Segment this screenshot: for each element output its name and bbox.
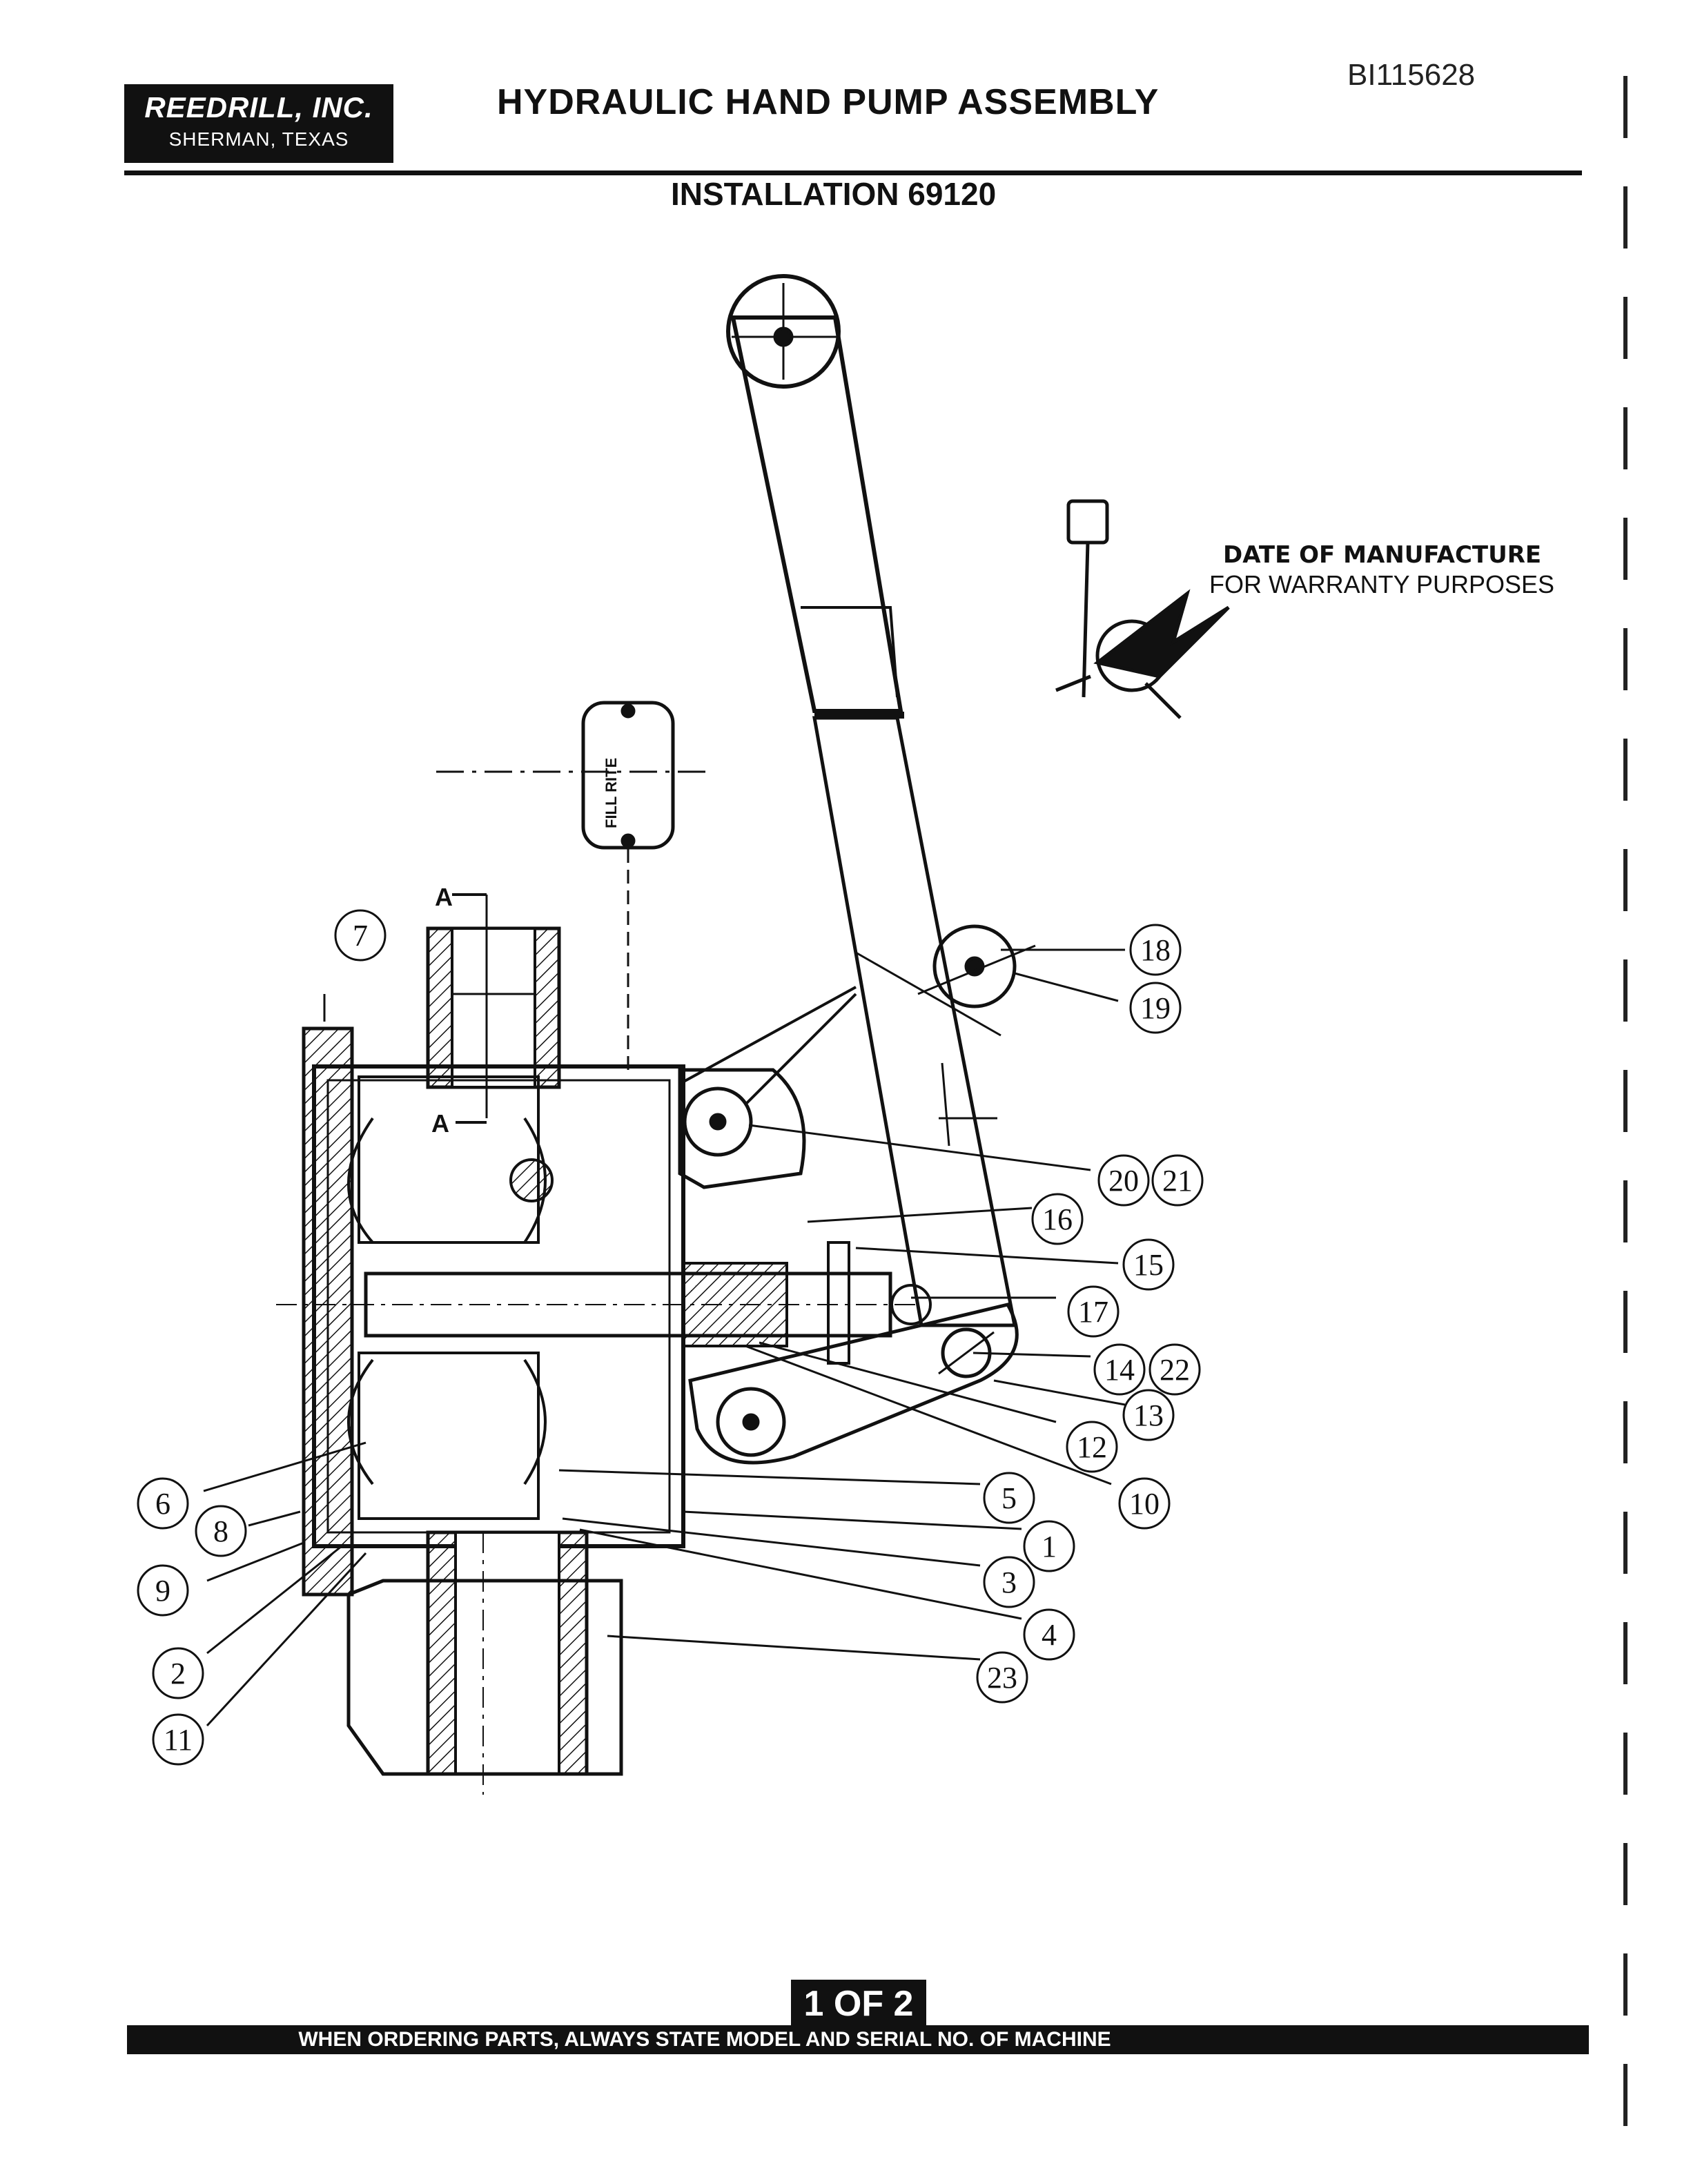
- gauge-label: FILL RITE: [603, 758, 620, 828]
- callout-17: 17: [1078, 1295, 1108, 1329]
- callout-18: 18: [1140, 933, 1171, 967]
- binder-mark: [1623, 1512, 1628, 1574]
- binder-mark: [1623, 76, 1628, 138]
- binder-mark: [1623, 959, 1628, 1022]
- binder-mark: [1623, 739, 1628, 801]
- warranty-illustration-icon: [1055, 499, 1230, 719]
- logo-company-name: REEDRILL, INC.: [144, 91, 373, 124]
- callout-7: 7: [353, 919, 368, 953]
- callout-8: 8: [213, 1514, 228, 1548]
- binder-mark: [1623, 1291, 1628, 1353]
- callout-19: 19: [1140, 991, 1171, 1025]
- callout-5: 5: [1001, 1481, 1017, 1515]
- callout-16: 16: [1042, 1202, 1073, 1236]
- binder-mark: [1623, 2064, 1628, 2126]
- footer-note: WHEN ORDERING PARTS, ALWAYS STATE MODEL …: [298, 2028, 1111, 2051]
- warranty-subheading: FOR WARRANTY PURPOSES: [1209, 570, 1555, 598]
- callout-circles: [137, 909, 1204, 1766]
- callout-6: 6: [155, 1487, 170, 1521]
- leader-lines: [203, 948, 1126, 1727]
- callout-14: 14: [1104, 1353, 1135, 1387]
- callout-9: 9: [155, 1574, 170, 1608]
- binder-mark: [1623, 628, 1628, 690]
- binder-mark: [1623, 1622, 1628, 1684]
- page-number: 1 OF 2: [791, 1980, 926, 2028]
- pump-outline: [276, 274, 1036, 1795]
- logo-location: SHERMAN, TEXAS: [168, 128, 349, 150]
- binder-mark: [1623, 1401, 1628, 1463]
- header-rule: [124, 170, 1582, 175]
- section-label-a-bottom: A: [431, 1109, 449, 1138]
- document-id: BI115628: [1347, 58, 1476, 92]
- callout-10: 10: [1129, 1487, 1160, 1521]
- callout-22: 22: [1160, 1353, 1190, 1387]
- binder-mark: [1623, 518, 1628, 580]
- callout-1: 1: [1042, 1530, 1057, 1563]
- callout-13: 13: [1133, 1398, 1164, 1432]
- binder-mark: [1623, 186, 1628, 248]
- callout-21: 21: [1162, 1164, 1193, 1198]
- company-logo: REEDRILL, INC. SHERMAN, TEXAS: [124, 84, 393, 163]
- warranty-heading: DATE OF MANUFACTURE: [1223, 541, 1542, 569]
- section-label-a-top: A: [435, 883, 453, 911]
- binder-mark: [1623, 1953, 1628, 2016]
- binder-mark: [1623, 407, 1628, 469]
- installation-number: INSTALLATION 69120: [671, 176, 997, 212]
- callout-2: 2: [170, 1657, 186, 1690]
- footer-bar: [127, 2025, 1589, 2054]
- callout-20: 20: [1108, 1164, 1139, 1198]
- callout-numbers: 7 18 19 20 21 16 15 17 14 22 13 12 10 5 …: [155, 919, 1193, 1757]
- callout-11: 11: [164, 1723, 193, 1757]
- binder-mark: [1623, 297, 1628, 359]
- callout-15: 15: [1133, 1248, 1164, 1282]
- callout-12: 12: [1077, 1430, 1107, 1464]
- page-title: HYDRAULIC HAND PUMP ASSEMBLY: [497, 82, 1160, 122]
- binder-mark: [1623, 1733, 1628, 1795]
- callout-23: 23: [987, 1661, 1017, 1695]
- callout-3: 3: [1001, 1566, 1017, 1599]
- binder-mark: [1623, 1180, 1628, 1242]
- binder-mark: [1623, 849, 1628, 911]
- binder-mark: [1623, 1843, 1628, 1905]
- binder-mark: [1623, 1070, 1628, 1132]
- callout-4: 4: [1042, 1618, 1057, 1652]
